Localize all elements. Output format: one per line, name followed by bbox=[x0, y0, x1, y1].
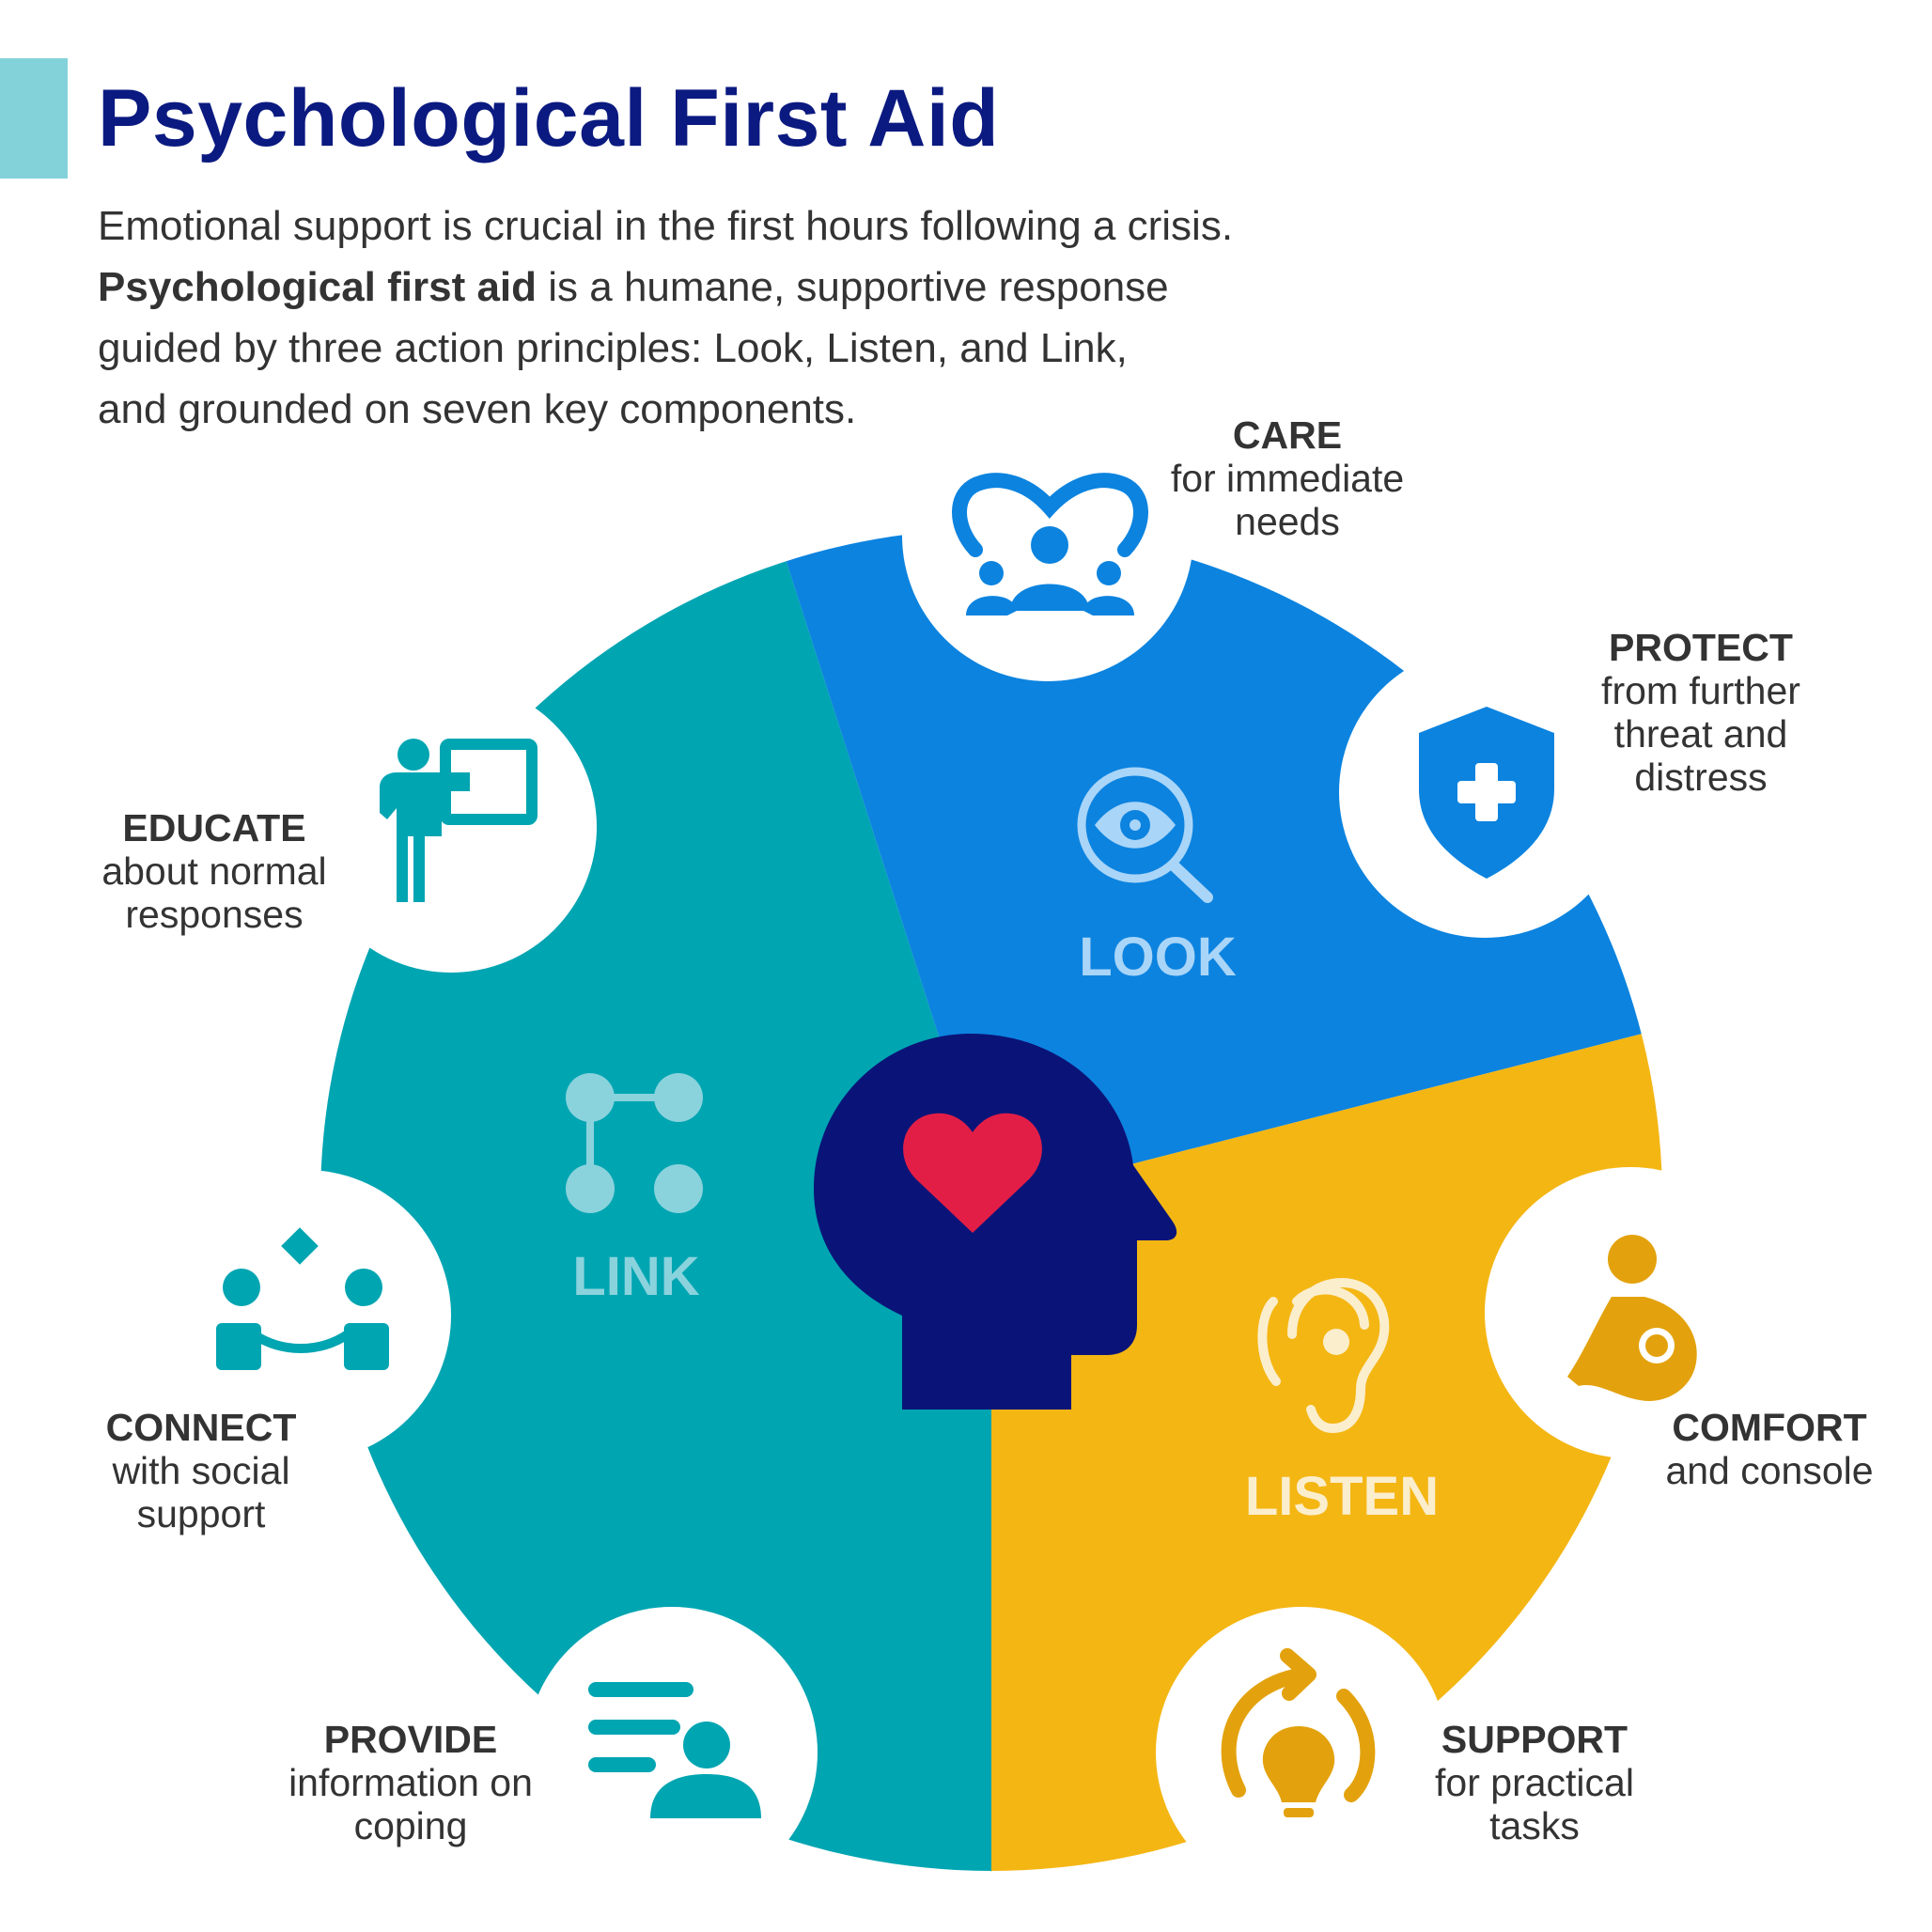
lightbulb-cycle-icon bbox=[1221, 1648, 1376, 1817]
educate-heading: EDUCATE bbox=[122, 806, 306, 849]
shield-plus-icon bbox=[1419, 707, 1554, 879]
educate-desc-1: about normal bbox=[101, 849, 327, 893]
care-label: CARE for immediate needs bbox=[1081, 413, 1494, 543]
protect-desc-2: threat and bbox=[1613, 712, 1788, 756]
comfort-desc-1: and console bbox=[1665, 1449, 1874, 1492]
care-desc-1: for immediate bbox=[1170, 457, 1405, 500]
eye-magnifier-icon bbox=[1077, 767, 1213, 903]
provide-desc-2: coping bbox=[353, 1804, 468, 1847]
person-info-list-icon bbox=[588, 1682, 761, 1818]
comfort-label: COMFORT and console bbox=[1563, 1406, 1932, 1492]
ear-icon bbox=[1257, 1277, 1390, 1434]
care-desc-2: needs bbox=[1235, 500, 1340, 543]
connected-nodes-icon bbox=[566, 1073, 703, 1213]
intro-line-4: and grounded on seven key components. bbox=[98, 386, 857, 432]
connect-heading: CONNECT bbox=[105, 1406, 297, 1449]
intro-paragraph: Emotional support is crucial in the firs… bbox=[98, 195, 1413, 440]
protect-desc-3: distress bbox=[1634, 756, 1768, 799]
provide-desc-1: information on bbox=[288, 1761, 533, 1804]
page-title: Psychological First Aid bbox=[98, 73, 1000, 164]
support-desc-2: tasks bbox=[1489, 1804, 1580, 1847]
provide-label: PROVIDE information on coping bbox=[204, 1718, 617, 1847]
connect-desc-2: support bbox=[136, 1492, 266, 1535]
intro-line-2-rest: is a humane, supportive response bbox=[537, 264, 1169, 310]
title-accent-bar bbox=[0, 58, 68, 179]
intro-line-3: guided by three action principles: Look,… bbox=[98, 325, 1128, 371]
link-sector bbox=[320, 529, 991, 1871]
protect-heading: PROTECT bbox=[1609, 626, 1793, 669]
support-desc-1: for practical bbox=[1435, 1761, 1634, 1804]
person-presenting-board-icon bbox=[380, 739, 538, 902]
intro-line-1: Emotional support is crucial in the firs… bbox=[98, 203, 1234, 249]
support-label: SUPPORT for practical tasks bbox=[1328, 1718, 1741, 1847]
people-heart-icon bbox=[952, 473, 1148, 615]
connect-bubble bbox=[160, 1170, 451, 1461]
protect-label: PROTECT from further threat and distress bbox=[1494, 626, 1908, 799]
person-holding-baby-icon bbox=[1567, 1235, 1697, 1401]
protect-desc-1: from further bbox=[1601, 669, 1800, 712]
educate-label: EDUCATE about normal responses bbox=[8, 806, 421, 936]
connect-label: CONNECT with social support bbox=[0, 1406, 408, 1535]
support-heading: SUPPORT bbox=[1441, 1718, 1628, 1761]
care-heading: CARE bbox=[1232, 413, 1343, 457]
intro-bold-term: Psychological first aid bbox=[98, 264, 538, 310]
educate-bubble bbox=[305, 681, 597, 973]
principle-look: LOOK bbox=[1079, 927, 1237, 988]
educate-desc-2: responses bbox=[125, 893, 304, 936]
provide-heading: PROVIDE bbox=[323, 1718, 498, 1761]
comfort-heading: COMFORT bbox=[1672, 1406, 1867, 1449]
provide-bubble bbox=[526, 1607, 818, 1898]
principle-link: LINK bbox=[572, 1246, 699, 1307]
connect-desc-1: with social bbox=[112, 1449, 290, 1492]
head-heart-icon bbox=[814, 1034, 1177, 1410]
principle-listen: LISTEN bbox=[1245, 1466, 1439, 1527]
intro-line-2: Psychological first aid is a humane, sup… bbox=[98, 257, 1413, 318]
